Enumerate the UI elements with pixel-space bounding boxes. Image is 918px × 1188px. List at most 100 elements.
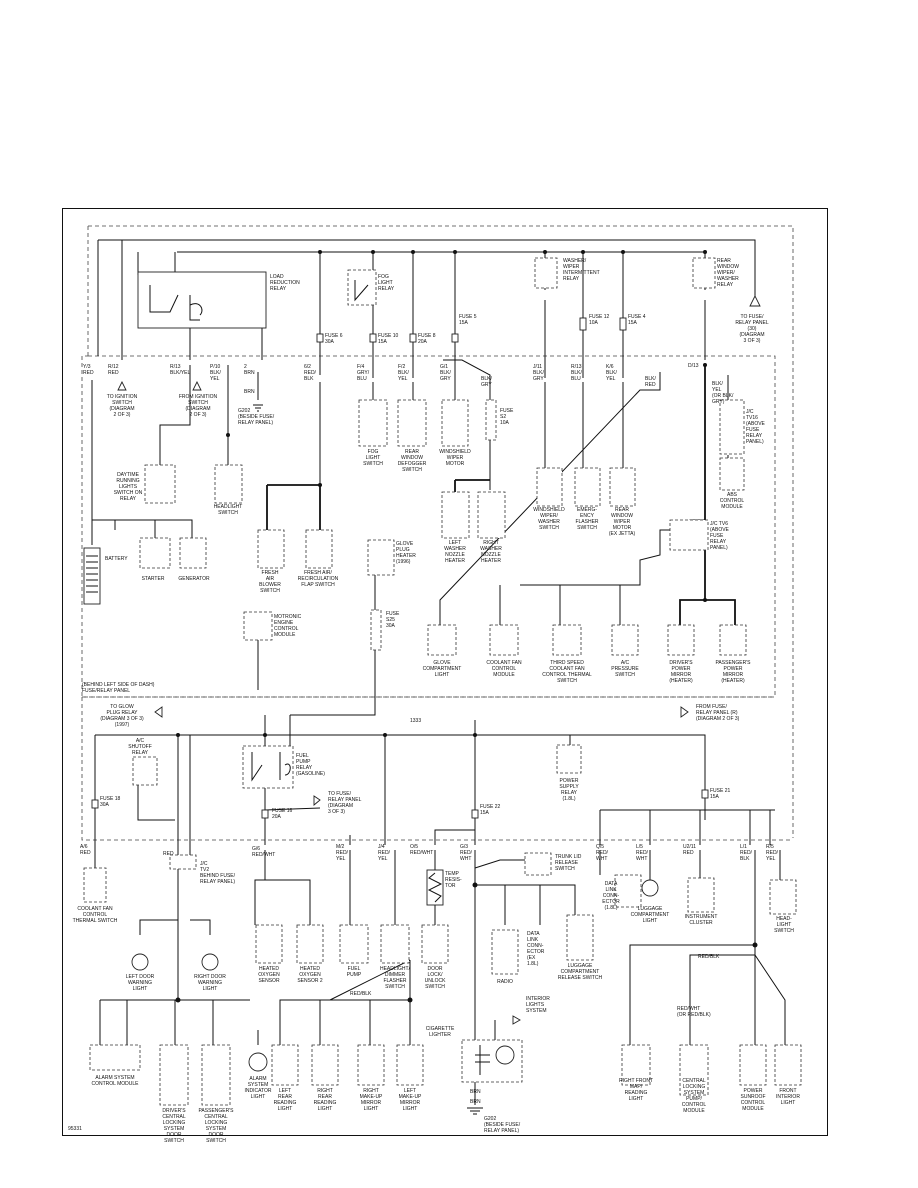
junctions <box>90 250 758 1003</box>
starter-label: STARTER <box>142 576 165 582</box>
b15-label: RED/WHT(OR RED/BLK) <box>677 1006 711 1018</box>
battery-label: BATTERY <box>105 556 128 562</box>
diagram-frame <box>62 208 828 1136</box>
b14-label: RED/BLK <box>698 954 720 960</box>
g202-bot-label: G202(BESIDE FUSE/RELAY PANEL) <box>484 1116 521 1134</box>
c16-label: D/13 <box>688 363 699 369</box>
b17-label: BRN <box>470 1099 481 1105</box>
fuse-symbols <box>91 317 709 819</box>
c6-label: BRN <box>244 389 255 395</box>
component-boxes-lower <box>83 404 802 1115</box>
from-fuse-label: FROM FUSE/RELAY PANEL (R)(DIAGRAM 2 OF 3… <box>696 704 740 722</box>
n1333-label: 1333 <box>410 718 421 724</box>
c11-label: BLK/GRY <box>481 376 492 388</box>
component-boxes-upper <box>83 399 747 656</box>
diagram-id: 95331 <box>68 1126 82 1132</box>
c15-label: BLK/RED <box>645 376 656 388</box>
c17-label: BLK/YEL(OR BLK/GRY) <box>712 381 734 405</box>
radio-label: RADIO <box>497 979 513 985</box>
panel-outlines <box>81 225 794 841</box>
b16-label: BRN <box>470 1089 481 1095</box>
